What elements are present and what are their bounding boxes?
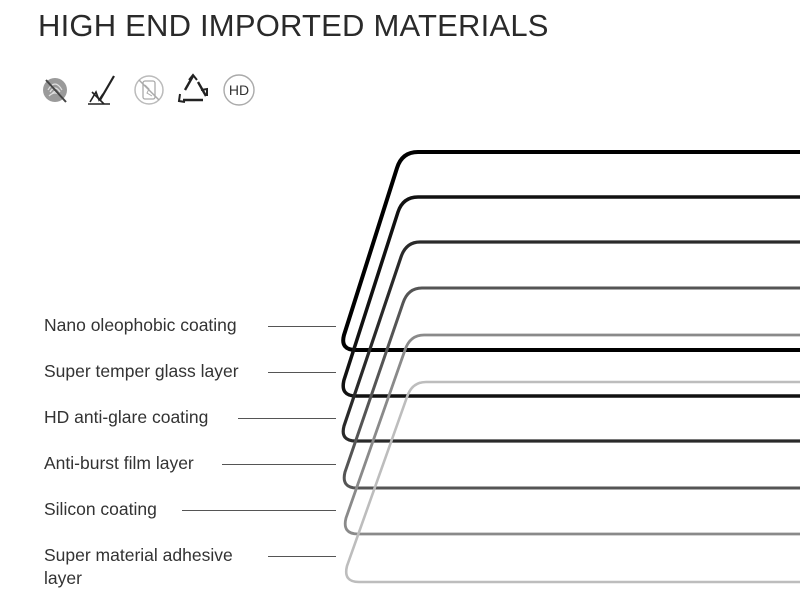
layer-anti-burst-film <box>342 286 800 490</box>
hd-badge-icon: HD <box>221 72 257 108</box>
layer-silicon-coating <box>343 333 800 536</box>
fingerprint-prohibited-icon <box>38 72 74 108</box>
anti-shatter-icon <box>131 72 167 108</box>
leader-line <box>268 556 336 557</box>
leader-line <box>268 326 336 327</box>
leader-line <box>182 510 336 511</box>
layer-super-temper-glass <box>341 195 800 398</box>
page-title: HIGH END IMPORTED MATERIALS <box>38 8 549 43</box>
layer-label: Silicon coating <box>44 499 157 519</box>
layer-hd-anti-glare <box>341 240 800 443</box>
recycle-icon <box>175 72 211 108</box>
layer-label: Super temper glass layer <box>44 361 239 381</box>
leader-line <box>222 464 336 465</box>
hd-badge-text: HD <box>229 82 249 98</box>
layer-label: Nano oleophobic coating <box>44 315 237 335</box>
leader-line <box>238 418 336 419</box>
layer-label: Super material adhesive layer <box>44 545 233 588</box>
layer-super-material-adhesive <box>344 380 800 584</box>
leader-line <box>268 372 336 373</box>
anti-scratch-icon <box>86 72 122 108</box>
layer-label: HD anti-glare coating <box>44 407 209 427</box>
layer-label: Anti-burst film layer <box>44 453 194 473</box>
layer-nano-oleophobic <box>341 150 800 352</box>
